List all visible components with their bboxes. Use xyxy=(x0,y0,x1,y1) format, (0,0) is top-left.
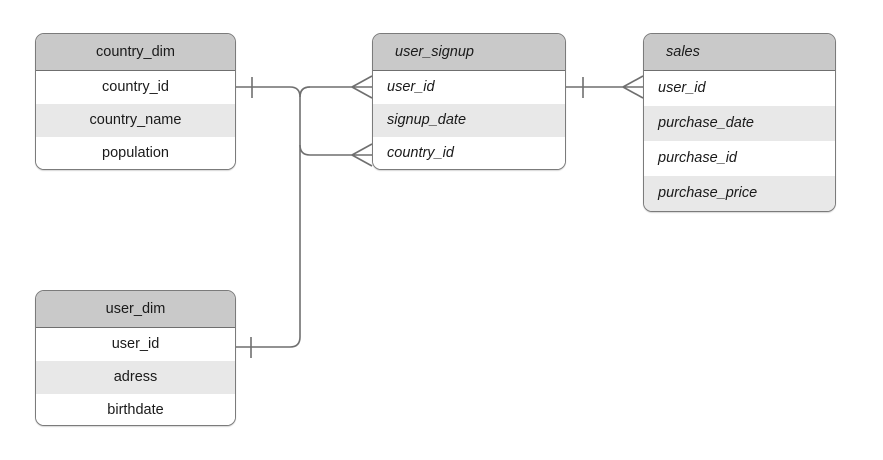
field-row: birthdate xyxy=(36,394,235,425)
field-row: country_id xyxy=(36,71,235,104)
field-row: user_id xyxy=(36,328,235,361)
entity-country-dim[interactable]: country_dim country_id country_name popu… xyxy=(35,33,236,170)
entity-title-user-signup: user_signup xyxy=(373,34,565,71)
field-row: adress xyxy=(36,361,235,394)
crowsfoot-sales-user-id xyxy=(622,75,644,99)
field-row: purchase_id xyxy=(644,141,835,176)
entity-user-signup[interactable]: user_signup user_id signup_date country_… xyxy=(372,33,566,170)
entity-title-user-dim: user_dim xyxy=(36,291,235,328)
field-row: purchase_date xyxy=(644,106,835,141)
crowsfoot-user-signup-country-id xyxy=(351,143,373,167)
field-row: purchase_price xyxy=(644,176,835,211)
crowsfoot-user-signup-user-id xyxy=(351,75,373,99)
field-row: population xyxy=(36,137,235,169)
connector-user-dim-branch-lower xyxy=(299,144,352,156)
field-row: signup_date xyxy=(373,104,565,137)
entity-title-sales: sales xyxy=(644,34,835,71)
field-row: user_id xyxy=(644,71,835,106)
entity-user-dim[interactable]: user_dim user_id adress birthdate xyxy=(35,290,236,426)
connector-user-dim-user-signup xyxy=(236,86,311,348)
field-row: country_name xyxy=(36,104,235,137)
field-row: user_id xyxy=(373,71,565,104)
entity-title-country-dim: country_dim xyxy=(36,34,235,71)
connector-country-dim-user-signup xyxy=(236,86,352,98)
field-row: country_id xyxy=(373,137,565,169)
entity-sales[interactable]: sales user_id purchase_date purchase_id … xyxy=(643,33,836,212)
